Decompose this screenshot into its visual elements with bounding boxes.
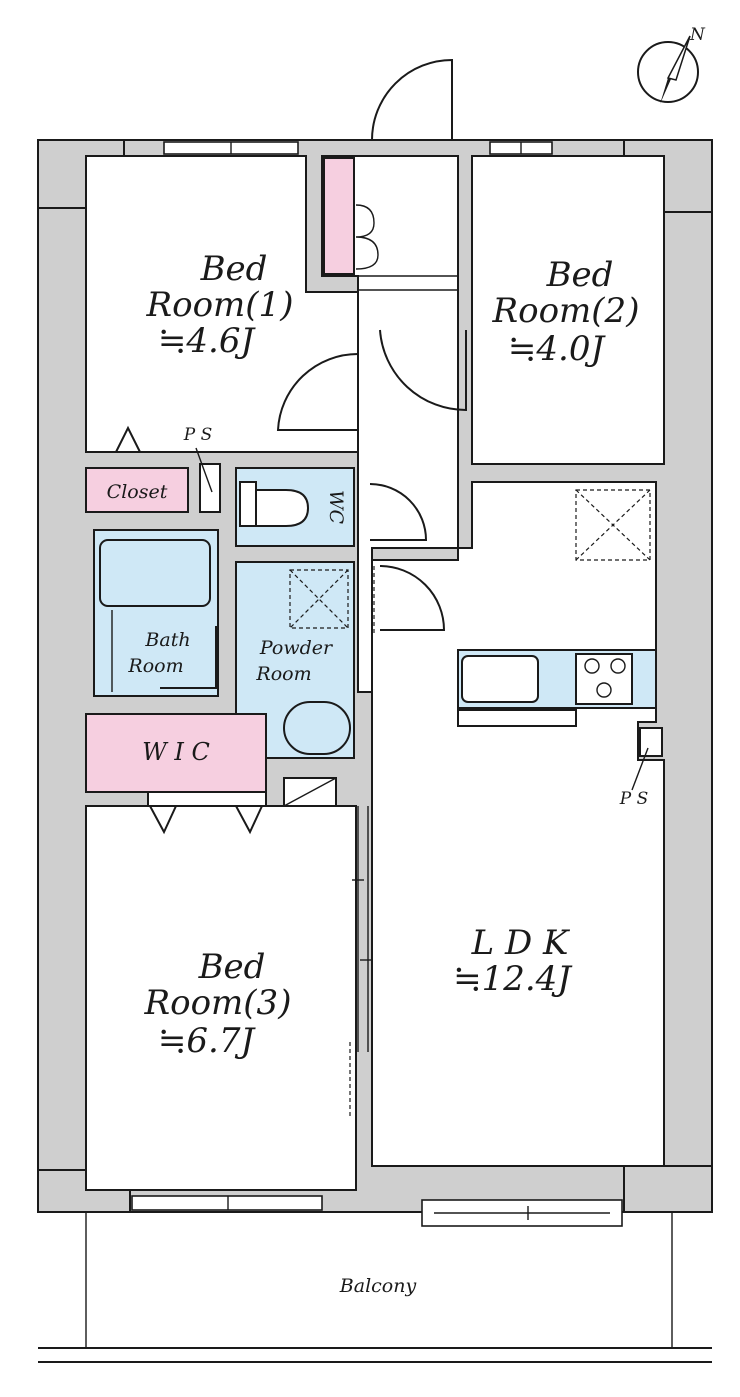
bedroom3-area: ≒6.7J: [158, 1021, 257, 1061]
kitchen-vent-hood: [575, 489, 651, 561]
stove: [575, 653, 633, 705]
balcony-label: Balcony: [339, 1275, 417, 1297]
bedroom1-name-line1: Bed: [200, 249, 268, 289]
bedroom3-name-line1: Bed: [198, 947, 266, 987]
closet: [85, 467, 189, 513]
column-bottom-right: [623, 1165, 713, 1213]
bath-label-line2: Room: [127, 655, 183, 677]
closet-door-marker: [115, 425, 141, 453]
compass-label: N: [689, 25, 706, 45]
ldk-floor: [371, 481, 665, 1167]
bedroom2-door-swing: [379, 329, 467, 412]
washbasin: [283, 701, 351, 755]
powder-label-line1: Powder: [259, 637, 334, 659]
bath-label-line1: Bath: [144, 629, 190, 651]
shoe-cabinet: [323, 157, 355, 275]
powder-door-swing: [379, 565, 446, 631]
front-door-swing: [371, 58, 453, 141]
bedroom1-area: ≒4.6J: [158, 321, 257, 361]
wc-door-swing: [369, 483, 428, 541]
bedroom3-name-line2: Room(3): [144, 983, 292, 1023]
kitchen-sink: [461, 655, 539, 703]
bedroom1-name-line2: Room(1): [146, 285, 294, 325]
balcony: [38, 1212, 712, 1363]
bathtub: [99, 539, 211, 607]
bath-door: [160, 626, 217, 689]
wic-door-markers: [149, 805, 263, 835]
bedroom2-floor: [471, 155, 665, 465]
ps-top-label: P S: [183, 425, 213, 445]
bedroom2-area: ≒4.0J: [508, 329, 607, 369]
bedroom2-name-line1: Bed: [546, 255, 614, 295]
ldk-name: L D K: [471, 923, 571, 963]
ldk-area: ≒12.4J: [453, 959, 573, 999]
compass-icon: N: [637, 25, 706, 104]
powder-vent: [289, 569, 349, 629]
wc-label: WC: [325, 490, 347, 525]
wic: [85, 713, 267, 793]
window-bedroom3: [131, 1195, 323, 1211]
bedroom1-door-swing: [276, 352, 359, 431]
bedroom2-name-line2: Room(2): [492, 291, 640, 331]
ps-kitchen-label: P S: [619, 789, 649, 809]
wic-label: W I C: [142, 738, 210, 766]
closet-label: Closet: [107, 481, 168, 503]
pipe-shaft-kitchen: [639, 727, 663, 757]
powder-label-line2: Room: [255, 663, 311, 685]
bedroom3-floor: [85, 805, 357, 1191]
